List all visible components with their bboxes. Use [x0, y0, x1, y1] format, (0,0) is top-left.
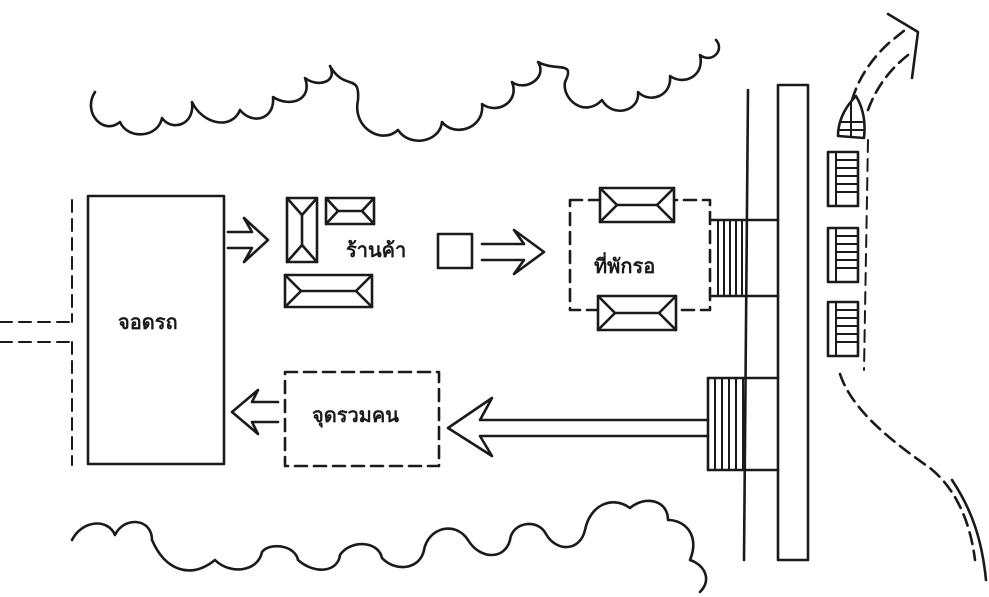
parking-label: จอดรถ [118, 310, 178, 334]
river-route-lower-2 [950, 478, 988, 582]
shop-label: ร้านค้า [346, 238, 407, 262]
arrow-pier-to-gathering [446, 396, 710, 458]
arrow-gathering-to-parking [230, 388, 280, 436]
parking-area [86, 194, 226, 466]
river-route-upper [850, 28, 907, 102]
arrow-shop-to-rest [480, 228, 546, 276]
river-arrow-head [886, 12, 920, 80]
stairs-lower [706, 376, 780, 472]
river-route-lower [838, 372, 977, 562]
river-boundary [863, 139, 869, 371]
gathering-label: จุดรวมคน [312, 403, 399, 427]
walkway-line-left [742, 88, 750, 562]
rest-label: ที่พักรอ [594, 254, 656, 278]
pier [776, 83, 810, 562]
boat [836, 94, 866, 140]
shop-building-3 [283, 273, 374, 309]
docked-boat-3 [826, 300, 860, 358]
shop-building-2 [324, 196, 376, 226]
rest-building-top [598, 186, 676, 224]
stairs-upper [710, 218, 780, 298]
river-route-upper-2 [866, 50, 914, 112]
kiosk [436, 232, 474, 270]
docked-boat-1 [826, 150, 860, 208]
shop-building-1 [285, 196, 319, 264]
docked-boat-2 [826, 226, 860, 284]
arrow-parking-to-shop [226, 216, 270, 264]
rest-building-bottom [596, 294, 678, 332]
gathering-zone [283, 370, 441, 468]
tree-canopy-bottom [70, 499, 708, 594]
tree-canopy-top [89, 38, 721, 142]
